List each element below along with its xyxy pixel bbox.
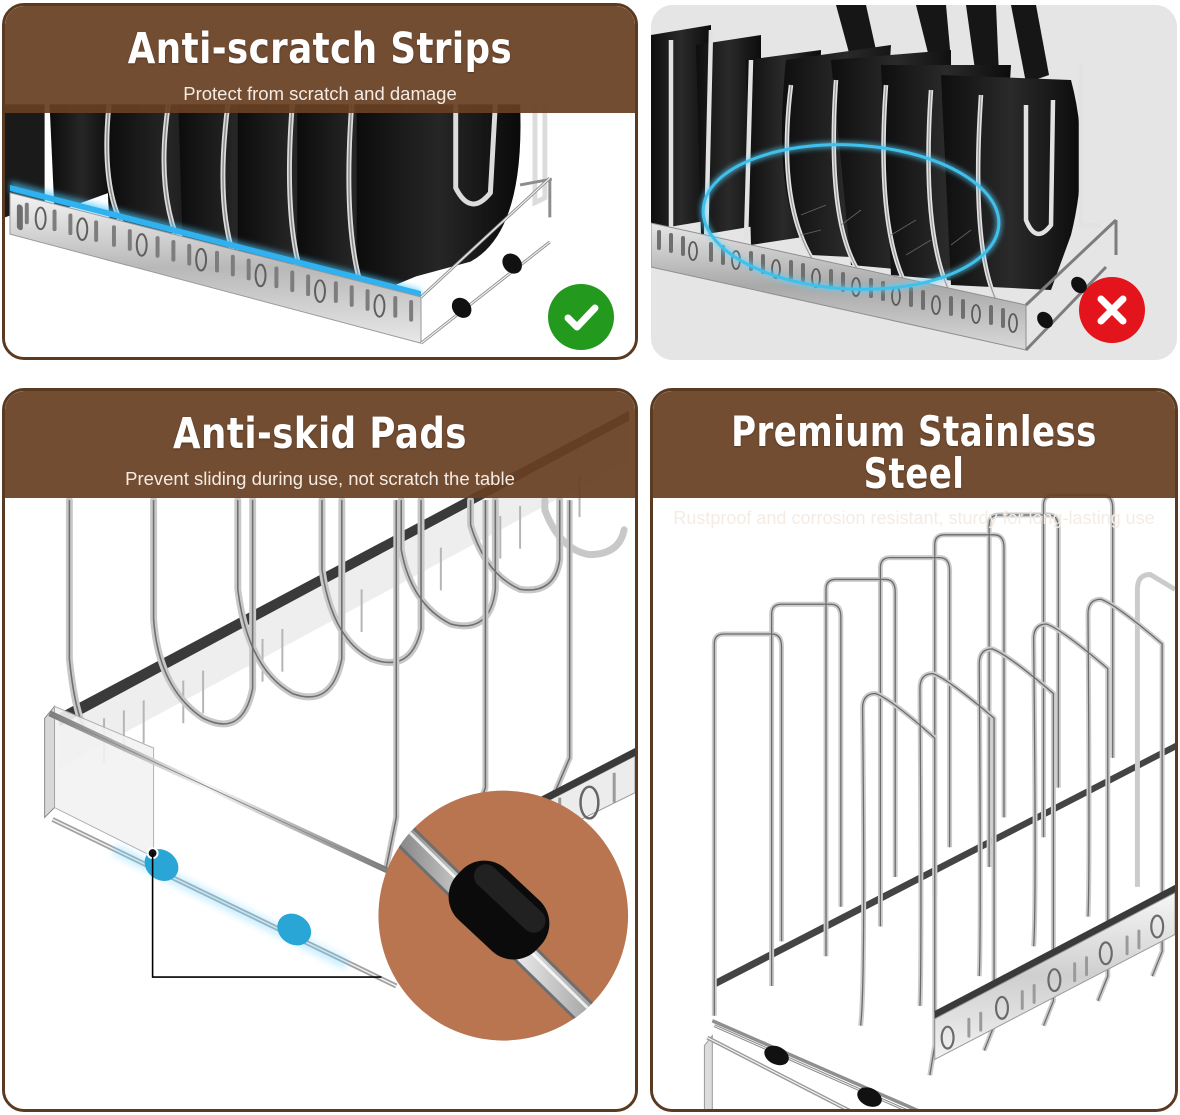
feature-title: Premium Stainless Steel — [731, 407, 1097, 498]
checkmark-icon — [564, 304, 599, 331]
stainless-rack-illustration — [653, 391, 1175, 1109]
without-strips-panel — [651, 5, 1177, 360]
cross-badge — [1079, 277, 1145, 343]
rack-feet-closeup-illustration — [5, 391, 635, 1109]
feature-banner: Anti-scratch Strips Protect from scratch… — [5, 6, 635, 113]
feature-subtitle: Prevent sliding during use, not scratch … — [125, 468, 515, 489]
feature-subtitle: Protect from scratch and damage — [183, 83, 457, 104]
scratched-pans-illustration — [651, 5, 1177, 360]
anti-scratch-panel: Anti-scratch Strips Protect from scratch… — [2, 3, 638, 360]
cross-icon — [1097, 295, 1127, 325]
checkmark-badge — [548, 284, 614, 350]
feature-banner: Premium Stainless Steel Rustproof and co… — [653, 391, 1175, 527]
anti-skid-panel: Anti-skid Pads Prevent sliding during us… — [2, 388, 638, 1112]
feature-subtitle: Rustproof and corrosion resistant, sturd… — [673, 508, 1155, 528]
feature-banner: Anti-skid Pads Prevent sliding during us… — [5, 391, 635, 498]
feature-title: Anti-scratch Strips — [127, 24, 513, 74]
stainless-steel-panel: Premium Stainless Steel Rustproof and co… — [650, 388, 1178, 1112]
feature-title: Anti-skid Pads — [173, 409, 467, 459]
